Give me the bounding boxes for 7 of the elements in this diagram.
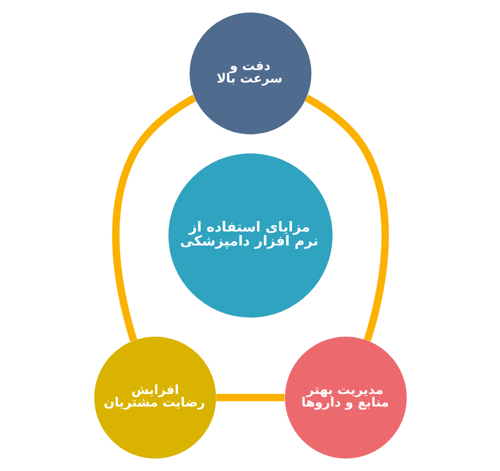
node-circle: مزایای استفاده از نرم افزار دامپزشکی bbox=[168, 153, 332, 318]
node-circle: مدیریت بهتر منابع و داروها bbox=[284, 336, 406, 458]
node-circle: دقت و سرعت بالا bbox=[189, 12, 311, 134]
connector bbox=[216, 394, 284, 402]
connector bbox=[304, 94, 388, 342]
node-circle: افزایش رضایت مشتریان bbox=[94, 336, 216, 458]
connector bbox=[112, 94, 196, 342]
